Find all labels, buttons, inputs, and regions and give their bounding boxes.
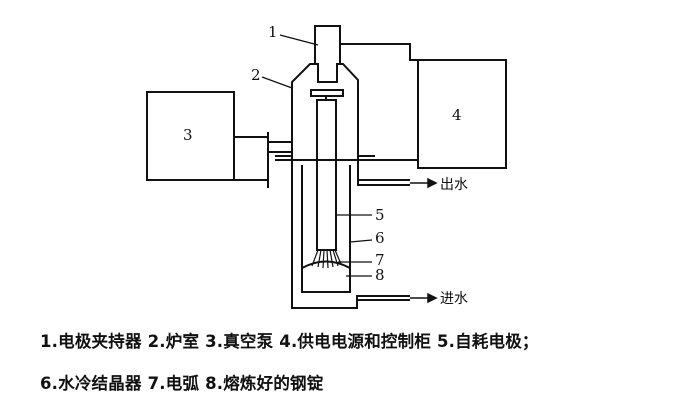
label-2: 2 (251, 66, 261, 84)
label-6: 6 (375, 229, 385, 247)
ingot-top (301, 260, 351, 269)
consumable-electrode (316, 99, 337, 251)
crucible-shell (356, 160, 410, 300)
label-3: 3 (183, 126, 193, 144)
water-cooled-crucible-inner (301, 165, 351, 293)
label-water-in: 进水 (440, 291, 468, 307)
vacuum-arc-furnace-diagram: 1 2 3 4 5 6 7 8 出水 进水 (146, 23, 507, 309)
power-supply-box (417, 59, 507, 169)
water-in-arrow (410, 292, 438, 304)
label-water-out: 出水 (440, 177, 468, 193)
label-4: 4 (452, 106, 462, 124)
electrode-holder (314, 25, 341, 83)
power-cable-top (340, 43, 418, 61)
label-7: 7 (375, 251, 385, 269)
arc (311, 249, 342, 269)
chamber-flange (275, 155, 375, 161)
caption-line-2: 6.水冷结晶器 7.电弧 8.熔炼好的钢锭 (40, 374, 324, 393)
furnace-chamber (291, 63, 359, 160)
water-cooled-crucible-outer (291, 160, 410, 309)
vacuum-pipe (234, 132, 293, 188)
leader-lines (261, 34, 373, 277)
holder-flange (310, 89, 344, 97)
caption-line-1: 1.电极夹持器 2.炉室 3.真空泵 4.供电电源和控制柜 5.自耗电极； (40, 332, 539, 351)
water-out-arrow (410, 177, 438, 189)
label-5: 5 (375, 206, 385, 224)
label-8: 8 (375, 266, 385, 284)
label-1: 1 (268, 23, 278, 41)
